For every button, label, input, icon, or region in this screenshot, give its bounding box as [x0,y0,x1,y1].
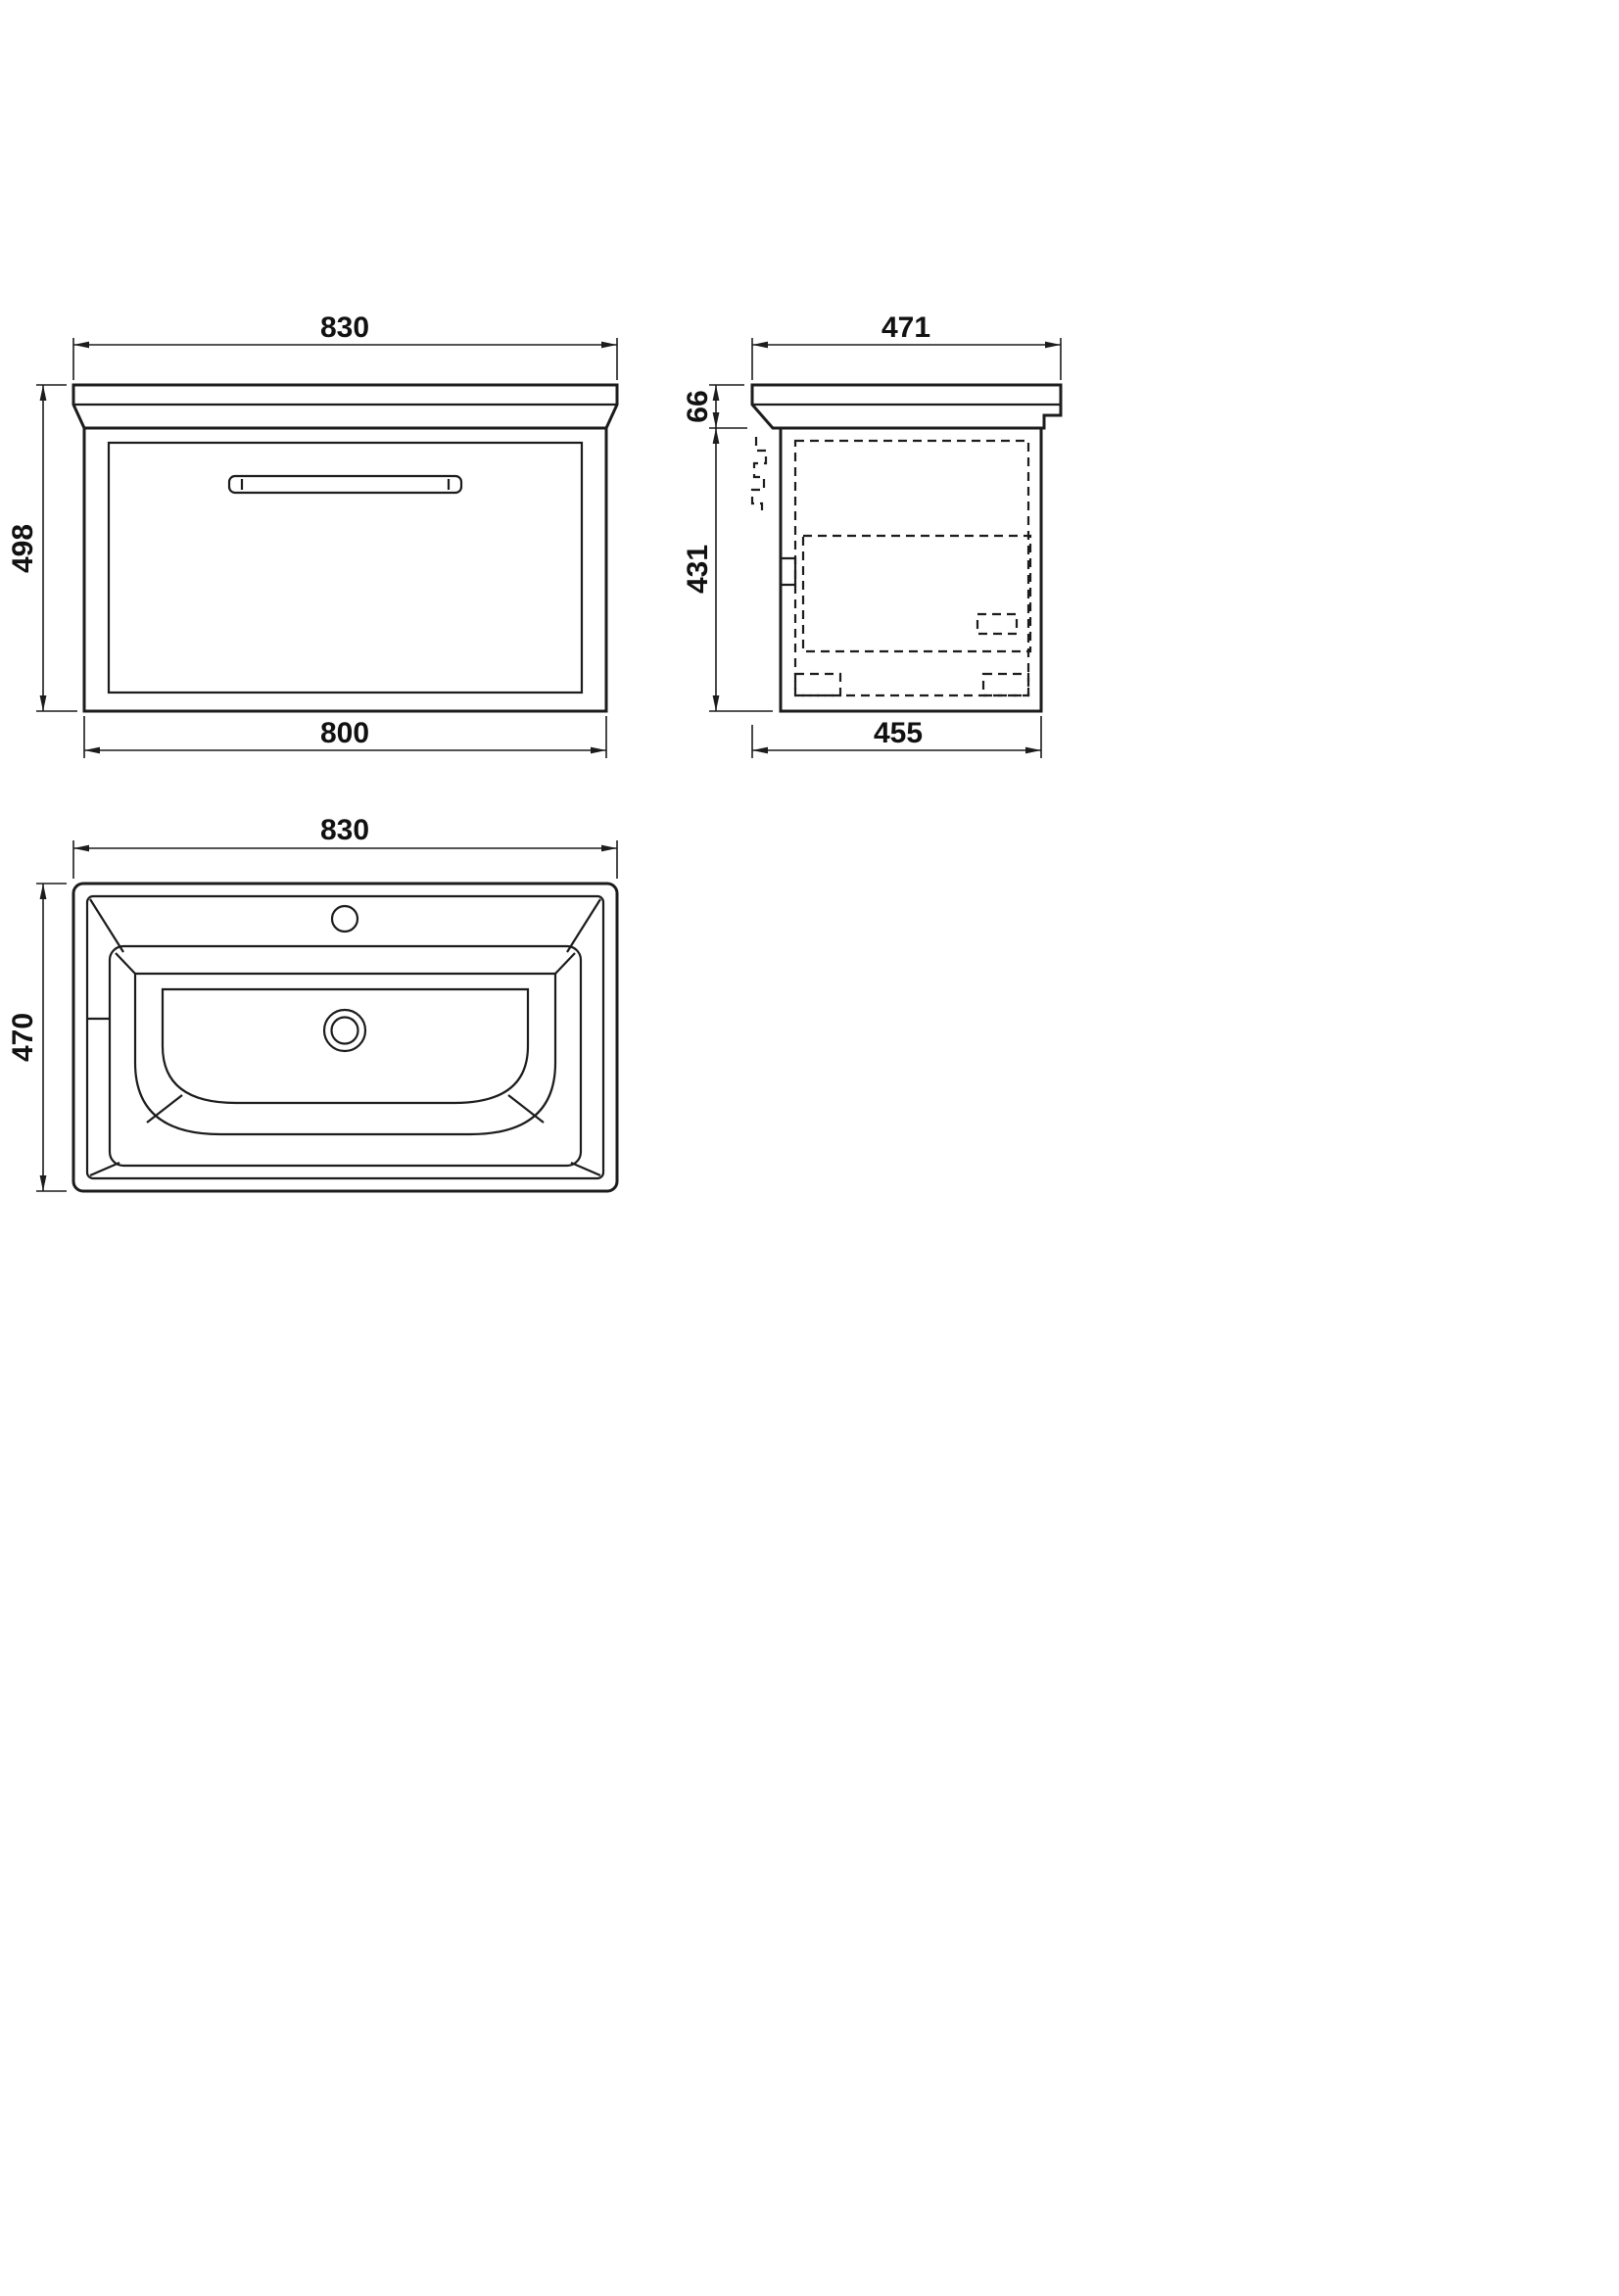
dimension-label: 830 [320,814,369,846]
dimension-label: 471 [881,311,930,344]
dimension-label: 455 [874,717,923,749]
rim-corner-diagonal-bl [89,1161,120,1177]
dimension-front-bottom-width: 800 [83,716,607,758]
drawer-front-bracket-hidden-detail [750,437,768,516]
dimension-label: 431 [682,545,714,594]
basin-plan-rim-edge [85,894,605,1180]
drawer-box-hidden-outline [793,439,1030,697]
drawer-handle [227,474,463,495]
drawer-inner-hidden-outline [801,534,1032,653]
waste-drain-outer [322,1008,367,1053]
dimension-label: 470 [7,1013,39,1062]
bowl-base-outline [161,987,530,1105]
bowl-upper-slope-outline [133,972,557,1136]
dimension-front-height: 498 [7,384,77,712]
rim-corner-diagonal-br [570,1161,601,1177]
plan-view: 830 470 [7,814,619,1193]
basin-plan-outer-edge [71,882,619,1193]
dimension-side-top-depth: 471 [751,311,1062,380]
bowl-corner-diagonal-tl [115,952,136,975]
cabinet-front-outline [82,426,608,713]
dimension-side-basin-height: 66 [682,384,747,429]
dimension-label: 800 [320,717,369,749]
bowl-base-diagonal-br [507,1094,545,1124]
waste-drain-inner [330,1016,359,1045]
dimension-side-cabinet-height: 431 [682,428,773,712]
runner-hidden-detail-left [793,672,842,697]
rim-corner-diagonal-tl [89,898,124,953]
cabinet-side-outline [779,426,1043,713]
drawer-fixing-hidden-detail [976,612,1019,636]
runner-hidden-detail-right [981,672,1030,697]
cabinet-side-step-detail [781,556,797,587]
front-view: 830 498 800 [7,311,619,758]
basin-side-profile [750,383,1063,430]
basin-front-outline [71,383,619,430]
dimension-front-top-width: 830 [72,311,618,380]
dimension-label: 498 [7,524,39,573]
rim-corner-diagonal-tr [566,898,601,953]
bowl-rim-outline [108,944,583,1168]
bowl-corner-diagonal-tr [554,952,576,975]
dimension-plan-width: 830 [72,814,618,879]
dimension-side-bottom-depth: 455 [751,716,1042,758]
bowl-base-diagonal-bl [146,1094,183,1124]
dimension-label: 66 [682,390,714,422]
dimension-label: 830 [320,311,369,344]
dimension-plan-depth: 470 [7,883,67,1192]
tap-hole [330,904,359,933]
drawer-front-panel [107,441,584,694]
side-view: 471 66 431 455 [682,311,1063,758]
